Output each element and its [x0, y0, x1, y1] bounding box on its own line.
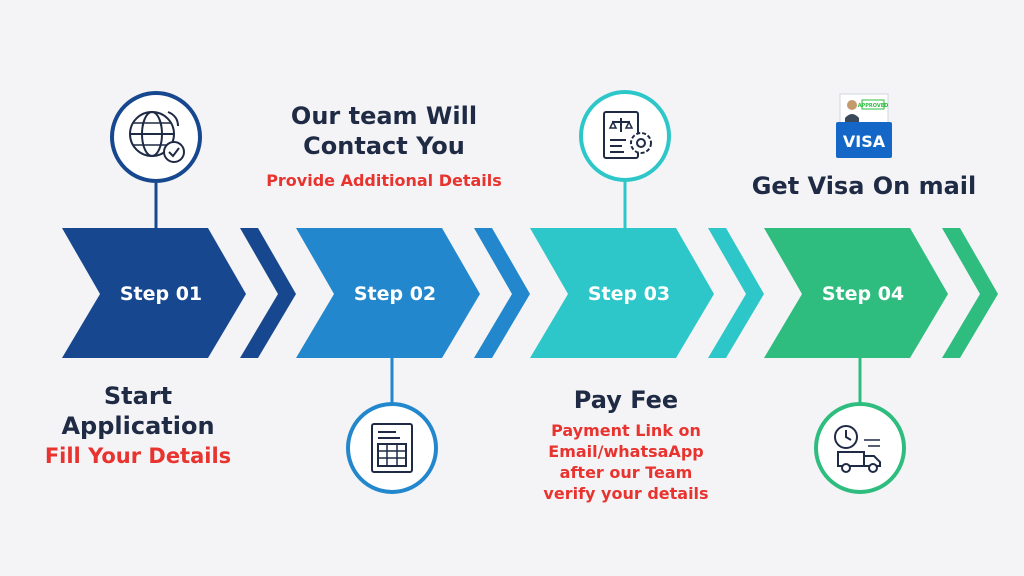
step-01-text: Start Application Fill Your Details	[38, 381, 238, 468]
step-01-arrow	[62, 228, 246, 358]
legal-document-gear-icon	[579, 90, 671, 182]
step-02-title-line-2: Contact You	[303, 132, 465, 160]
document-table-icon	[346, 402, 438, 494]
step-02-text: Our team Will Contact You Provide Additi…	[259, 101, 509, 190]
step-02-arrow	[296, 228, 480, 358]
step-03-chevron	[708, 228, 764, 358]
step-01-subtitle: Fill Your Details	[44, 444, 232, 468]
step-04-title: Get Visa On mail	[751, 172, 977, 200]
step-03-subtitle-line-1: Payment Link on	[551, 421, 701, 440]
step-03-subtitle-line-2: Email/whatsaApp	[548, 442, 704, 461]
step-03-subtitle-line-4: verify your details	[543, 484, 709, 503]
step-03-text: Pay Fee Payment Link on Email/whatsaApp …	[536, 385, 716, 504]
globe-check-icon	[110, 91, 202, 183]
step-01-chevron	[240, 228, 296, 358]
step-01-label: Step 01	[119, 283, 203, 305]
step-03-subtitle: Payment Link on Email/whatsaApp after ou…	[536, 420, 716, 504]
step-04-chevron	[942, 228, 998, 358]
step-03-label: Step 03	[587, 283, 671, 305]
step-01-title-line-2: Application	[61, 412, 215, 440]
step-02-subtitle: Provide Additional Details	[266, 171, 502, 190]
step-02-chevron	[474, 228, 530, 358]
step-03-subtitle-line-3: after our Team	[559, 463, 693, 482]
visa-stamp-text: APPROVED	[858, 103, 889, 109]
step-03-title: Pay Fee	[573, 386, 679, 414]
step-04-label: Step 04	[821, 283, 905, 305]
step-03-arrow	[530, 228, 714, 358]
step-04-text: Get Visa On mail	[744, 171, 984, 201]
clock-delivery-truck-icon	[814, 402, 906, 494]
step-04-arrow	[764, 228, 948, 358]
step-01-title-line-1: Start	[103, 382, 173, 410]
step-02-title-line-1: Our team Will	[290, 102, 478, 130]
step-02-label: Step 02	[353, 283, 437, 305]
visa-badge-text: VISA	[843, 132, 886, 151]
visa-badge: APPROVED VISA	[836, 93, 892, 158]
